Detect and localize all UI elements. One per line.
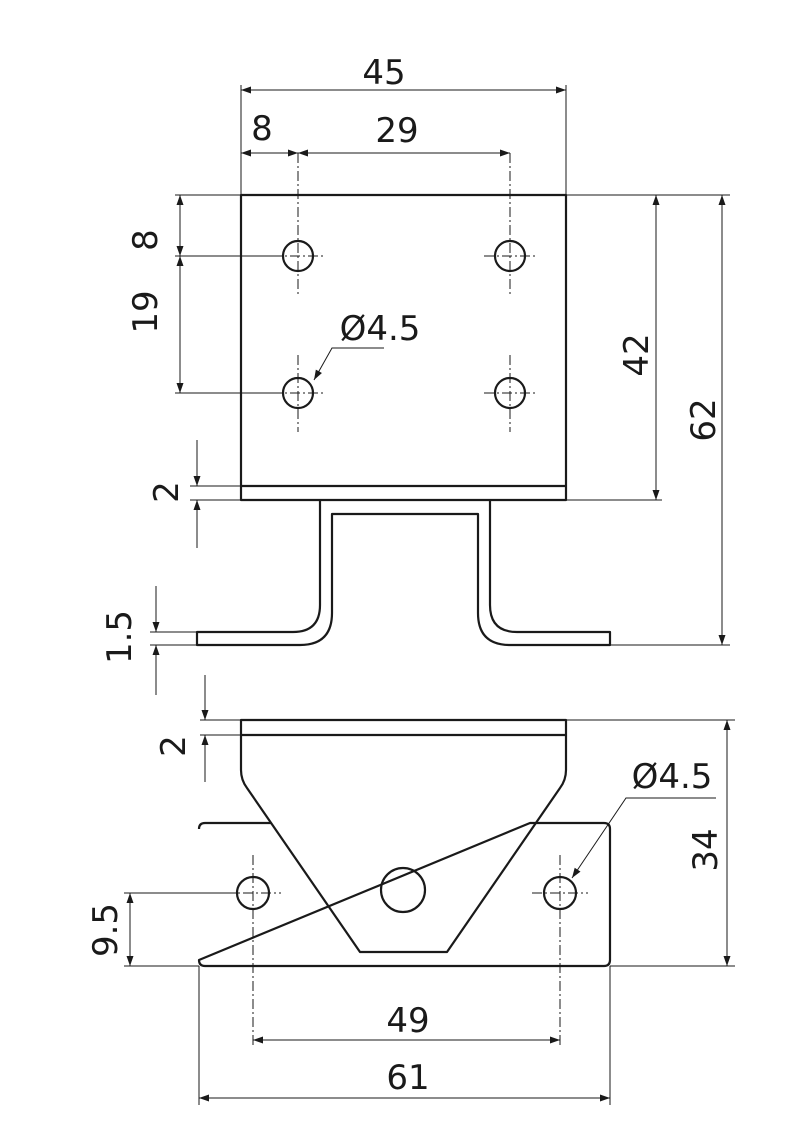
dim-overall-height: 62 xyxy=(684,398,724,441)
base-plate xyxy=(197,821,612,968)
extension-lines xyxy=(175,194,283,394)
dim-bottom-overall-width: 61 xyxy=(386,1058,429,1098)
dim-plate-height: 42 xyxy=(617,333,657,376)
center-lines xyxy=(225,855,588,1045)
extension-lines xyxy=(566,719,735,967)
bottom-view: 2 Ø4.5 34 9.5 49 61 xyxy=(86,675,735,1105)
dim-hole-spacing: 49 xyxy=(386,1001,429,1041)
dim-overall-width: 45 xyxy=(362,53,405,93)
extension-lines xyxy=(150,631,197,646)
dim-hole-spacing-x: 29 xyxy=(375,111,418,151)
extension-lines xyxy=(200,719,241,736)
bracket-body xyxy=(239,735,568,954)
extension-lines xyxy=(240,85,567,195)
extension-lines xyxy=(198,966,611,1105)
extension-lines xyxy=(124,892,237,967)
leader-line xyxy=(571,797,716,879)
dim-bottom-hole-diameter: Ø4.5 xyxy=(632,757,713,797)
dim-top-to-hole: 8 xyxy=(126,229,166,251)
dim-hole-spacing-y: 19 xyxy=(126,290,166,333)
dim-flange-thickness: 1.5 xyxy=(100,610,140,664)
leader-line xyxy=(313,347,384,381)
extension-lines xyxy=(566,194,730,646)
extension-lines xyxy=(190,485,320,501)
mounting-plate xyxy=(239,193,568,502)
dim-plate-thickness: 2 xyxy=(147,481,187,503)
center-hole xyxy=(379,866,427,914)
top-plate-edge xyxy=(239,718,568,737)
dim-overall-depth: 34 xyxy=(686,828,726,871)
dim-edge-to-hole: 8 xyxy=(251,109,273,149)
center-lines xyxy=(272,153,536,432)
dim-hole-offset: 9.5 xyxy=(86,903,126,957)
dim-bottom-plate-thickness: 2 xyxy=(154,735,194,757)
bracket-legs xyxy=(195,500,612,647)
dim-hole-diameter: Ø4.5 xyxy=(340,309,421,349)
top-view: 45 8 29 8 19 Ø4.5 42 62 2 1.5 xyxy=(100,53,730,695)
